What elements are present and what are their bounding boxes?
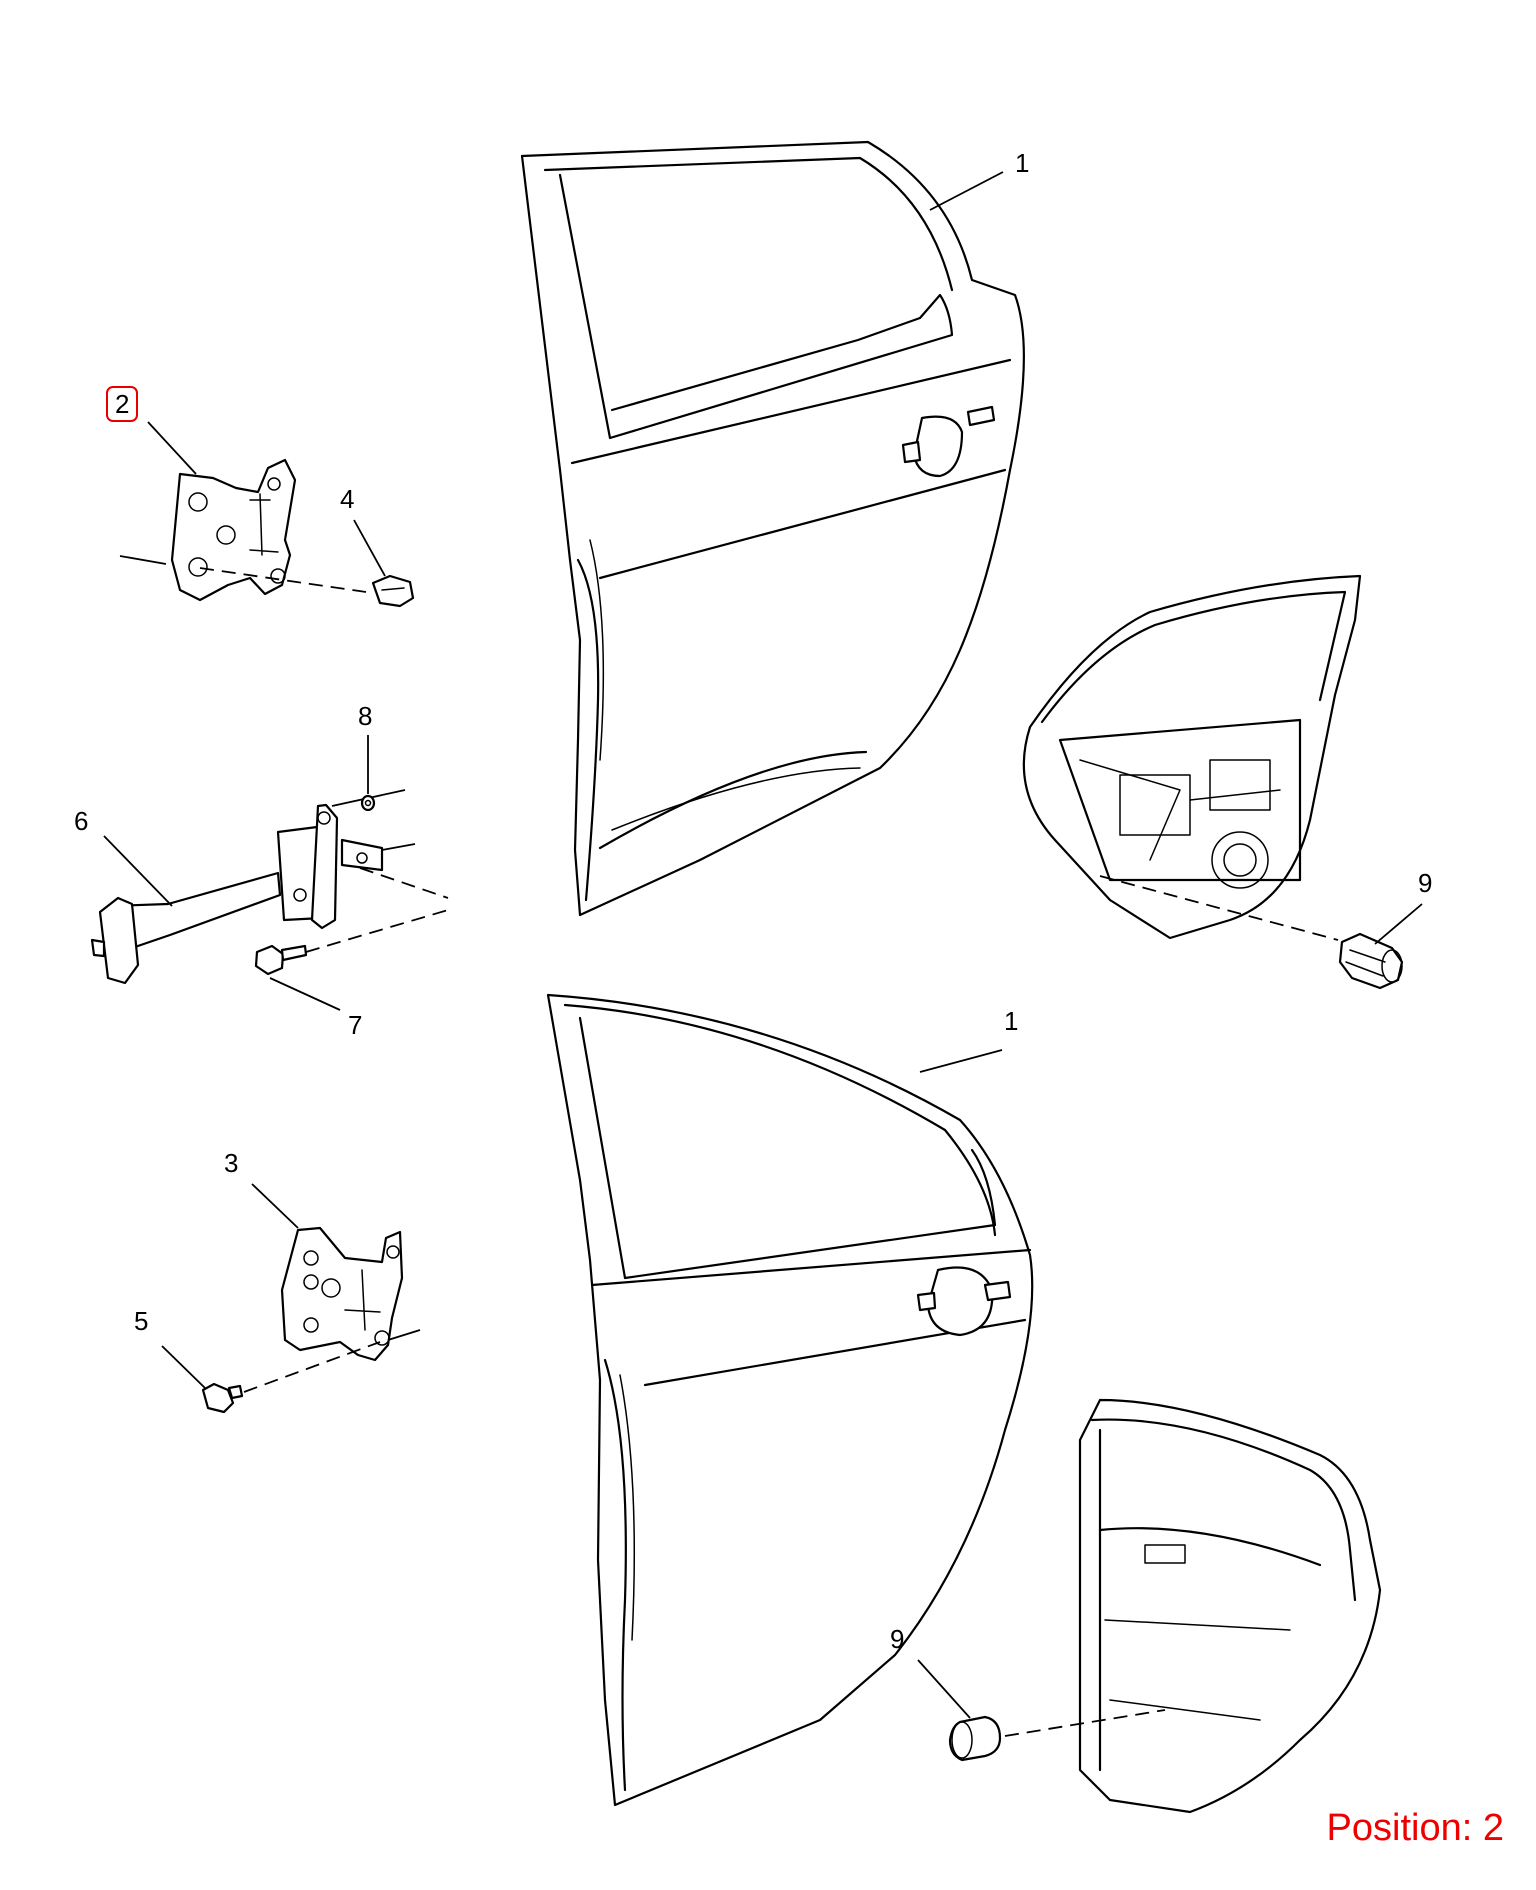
door-trim-panel-view: [1078, 1398, 1382, 1814]
hinge-bolt-lower[interactable]: [201, 1382, 244, 1414]
leader-lower-hinge: [251, 1183, 299, 1229]
leader-upper-hinge: [147, 421, 197, 475]
door-check-bolt-dashed-line: [305, 909, 449, 953]
door-bumper-upper[interactable]: [1338, 932, 1404, 990]
rear-door-shell-lower[interactable]: [546, 993, 1034, 1807]
callout-door-check[interactable]: 6: [74, 806, 89, 836]
leader-door-top: [929, 171, 1004, 211]
door-check-strap[interactable]: [90, 803, 384, 985]
door-check-nut-dashed-line: [359, 867, 449, 899]
rear-door-shell-upper[interactable]: [520, 140, 1025, 917]
leader-bumper-lower: [917, 1659, 971, 1719]
door-inner-panel-view: [1022, 574, 1362, 940]
callout-upper-hinge-highlighted[interactable]: 2: [106, 386, 139, 422]
callout-hinge-bolt-lower[interactable]: 5: [134, 1306, 149, 1336]
door-bumper-upper-dashed-line: [1099, 875, 1339, 941]
leader-bumper-upper: [1374, 903, 1423, 945]
callout-bumper-top[interactable]: 9: [1418, 868, 1433, 898]
leader-hinge-bolt-upper: [353, 519, 386, 577]
leader-hinge-bolt-lower: [161, 1345, 206, 1389]
callout-check-bolt[interactable]: 7: [348, 1010, 363, 1040]
hinge-bolt-upper[interactable]: [371, 574, 415, 608]
hinge-bolt-upper-dashed-line: [199, 567, 367, 593]
leader-check-bolt: [269, 977, 341, 1011]
door-check-bolt[interactable]: [254, 944, 308, 976]
callout-door-bottom[interactable]: 1: [1004, 1006, 1019, 1036]
callout-door-top[interactable]: 1: [1015, 148, 1030, 178]
callout-check-nut[interactable]: 8: [358, 701, 373, 731]
upper-door-hinge[interactable]: [170, 458, 297, 602]
hinge-mount-line-upper: [119, 555, 167, 565]
hinge-bolt-lower-dashed-line: [243, 1341, 381, 1393]
door-bumper-lower-dashed-line: [1004, 1709, 1166, 1737]
callout-lower-hinge[interactable]: 3: [224, 1148, 239, 1178]
leader-door-bottom: [919, 1049, 1003, 1073]
callout-hinge-bolt-upper[interactable]: 4: [340, 484, 355, 514]
door-check-nut[interactable]: [360, 794, 376, 812]
lower-hinge-mount-line: [387, 1329, 421, 1341]
door-check-mount-line-2: [381, 843, 416, 851]
door-bumper-lower[interactable]: [948, 1715, 1002, 1762]
lower-door-hinge[interactable]: [280, 1226, 404, 1362]
callout-bumper-bottom[interactable]: 9: [890, 1624, 905, 1654]
leader-door-check: [103, 835, 173, 907]
position-indicator: Position: 2: [1326, 1807, 1504, 1849]
